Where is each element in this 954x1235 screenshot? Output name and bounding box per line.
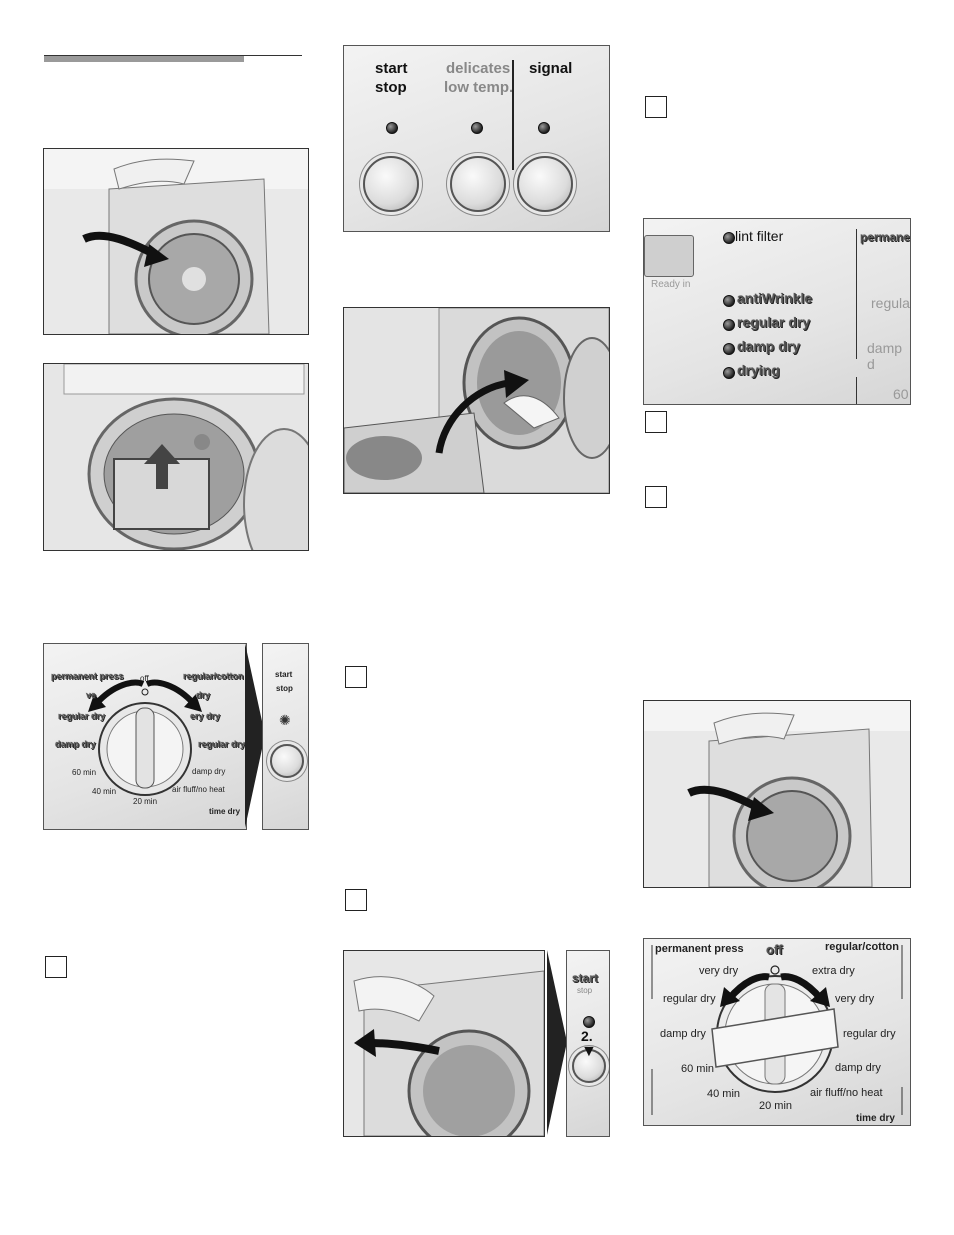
large-dial-regular-dry-right: regular dry [843, 1028, 896, 1040]
small-dial-regular-dry-left: regular dry [58, 711, 106, 721]
damp-dry-led [723, 343, 735, 355]
large-dial-panel: permanent press off regular/cotton very … [643, 938, 911, 1126]
signal-label: signal [529, 60, 573, 77]
small-stop-label: stop [276, 684, 293, 693]
regular-dry-led [723, 319, 735, 331]
small-dial-40-min: 40 min [92, 787, 117, 796]
small-start-button[interactable] [270, 744, 304, 778]
small-dial-air-fluff: air fluff/no heat [172, 785, 225, 794]
large-dial-very-dry-left: very dry [699, 965, 739, 977]
delicates-label: delicates [446, 60, 511, 77]
start-panel-2-stop: stop [577, 986, 593, 995]
small-dial-panel: permanent press off regular/cotton ve dr… [43, 643, 247, 830]
lint-filter-led [723, 232, 735, 244]
status-divider-bottom [856, 377, 857, 404]
start-stop-button[interactable] [363, 156, 419, 212]
start-panel-2-button[interactable] [572, 1049, 606, 1083]
large-dial-40-min: 40 min [707, 1088, 741, 1100]
start-led [386, 122, 398, 134]
small-start-label: start [275, 670, 293, 679]
photo-lint-filter [43, 363, 309, 551]
small-dial-time-dry: time dry [209, 807, 241, 816]
checkbox-right-3[interactable] [645, 486, 667, 508]
small-dial-regular-dry-right: regular dry [198, 739, 246, 749]
status-panel: Ready in lint filter antiWrinkle regular… [643, 218, 911, 405]
ready-in-label: Ready in [651, 279, 691, 290]
large-dial-20-min: 20 min [759, 1100, 793, 1112]
large-dial-regular-cotton: regular/cotton [825, 941, 899, 953]
photo-loading-laundry [343, 307, 610, 494]
anti-wrinkle-led [723, 295, 735, 307]
small-dial-very-dry-left: ve [86, 690, 97, 700]
start-panel-2-start: start [572, 971, 599, 985]
small-dial-20-min: 20 min [133, 797, 158, 806]
low-temp-label: low temp. [444, 79, 514, 96]
large-dial-time-dry: time dry [856, 1113, 895, 1124]
checkbox-right-2[interactable] [645, 411, 667, 433]
door-open-illustration-2 [644, 701, 910, 887]
right-arrow-icon-2 [547, 950, 567, 1135]
small-start-panel: start stop ✺ [262, 643, 309, 830]
small-dial-extra-dry: dry [196, 690, 211, 700]
photo-closing-door [343, 950, 545, 1137]
regular-partial-label: regula [871, 295, 910, 311]
checkbox-middle-2[interactable] [345, 889, 367, 911]
large-dial-air-fluff: air fluff/no heat [810, 1087, 883, 1099]
start-panel-2: start stop 2. ▼ [566, 950, 610, 1137]
small-dial-very-dry-right: ery dry [190, 711, 221, 721]
small-dial-60-min: 60 min [72, 768, 97, 777]
signal-button[interactable] [517, 156, 573, 212]
permanent-partial-label: permane [860, 230, 911, 244]
display-window [644, 235, 694, 277]
closing-door-illustration [344, 951, 544, 1136]
small-dial-permanent-press: permanent press [51, 671, 124, 681]
large-dial-graphic [651, 945, 903, 1115]
large-dial-60-min: 60 min [681, 1063, 715, 1075]
start-label: start [375, 60, 408, 77]
delicates-button[interactable] [450, 156, 506, 212]
small-dial-graphic [88, 679, 202, 796]
status-divider [856, 229, 857, 359]
large-dial-damp-dry-right: damp dry [835, 1062, 881, 1074]
large-dial-permanent-press: permanent press [655, 943, 744, 955]
large-dial-damp-dry-left: damp dry [660, 1028, 706, 1040]
drying-led [723, 367, 735, 379]
header-rule [44, 55, 302, 56]
right-arrow-icon [245, 643, 265, 828]
blinking-light-icon: ✺ [279, 712, 291, 728]
photo-open-door-2 [643, 700, 911, 888]
delicates-led [471, 122, 483, 134]
photo-open-door [43, 148, 309, 335]
drying-label: drying [737, 362, 780, 378]
small-dial-off: off [140, 674, 149, 683]
step-number: 2. [581, 1028, 593, 1044]
loading-laundry-illustration [344, 308, 609, 493]
small-dial-damp-dry-left: damp dry [55, 739, 96, 749]
checkbox-right-1[interactable] [645, 96, 667, 118]
large-dial-regular-dry-left: regular dry [663, 993, 716, 1005]
sixty-partial-label: 60 [893, 386, 909, 402]
control-panel: start stop delicates low temp. signal [343, 45, 610, 232]
start-panel-2-led [583, 1016, 595, 1028]
door-open-illustration [44, 149, 308, 334]
damp-partial-label: damp d [867, 340, 903, 372]
checkbox-left[interactable] [45, 956, 67, 978]
header-rule-accent [44, 56, 244, 62]
large-dial-off: off [766, 942, 783, 957]
lint-filter-label: lint filter [735, 228, 784, 244]
regular-dry-label: regular dry [737, 314, 811, 330]
anti-wrinkle-label: antiWrinkle [737, 290, 813, 306]
stop-label: stop [375, 79, 407, 96]
small-dial-damp-dry-right: damp dry [192, 767, 226, 776]
signal-led [538, 122, 550, 134]
large-dial-very-dry-right: very dry [835, 993, 875, 1005]
large-dial-extra-dry: extra dry [812, 965, 855, 977]
small-dial-regular-cotton: regular/cotton [183, 671, 244, 681]
damp-dry-label: damp dry [737, 338, 801, 354]
panel-divider [512, 60, 514, 170]
checkbox-middle-1[interactable] [345, 666, 367, 688]
lint-filter-illustration [44, 364, 308, 550]
down-arrow-icon: ▼ [581, 1043, 597, 1060]
